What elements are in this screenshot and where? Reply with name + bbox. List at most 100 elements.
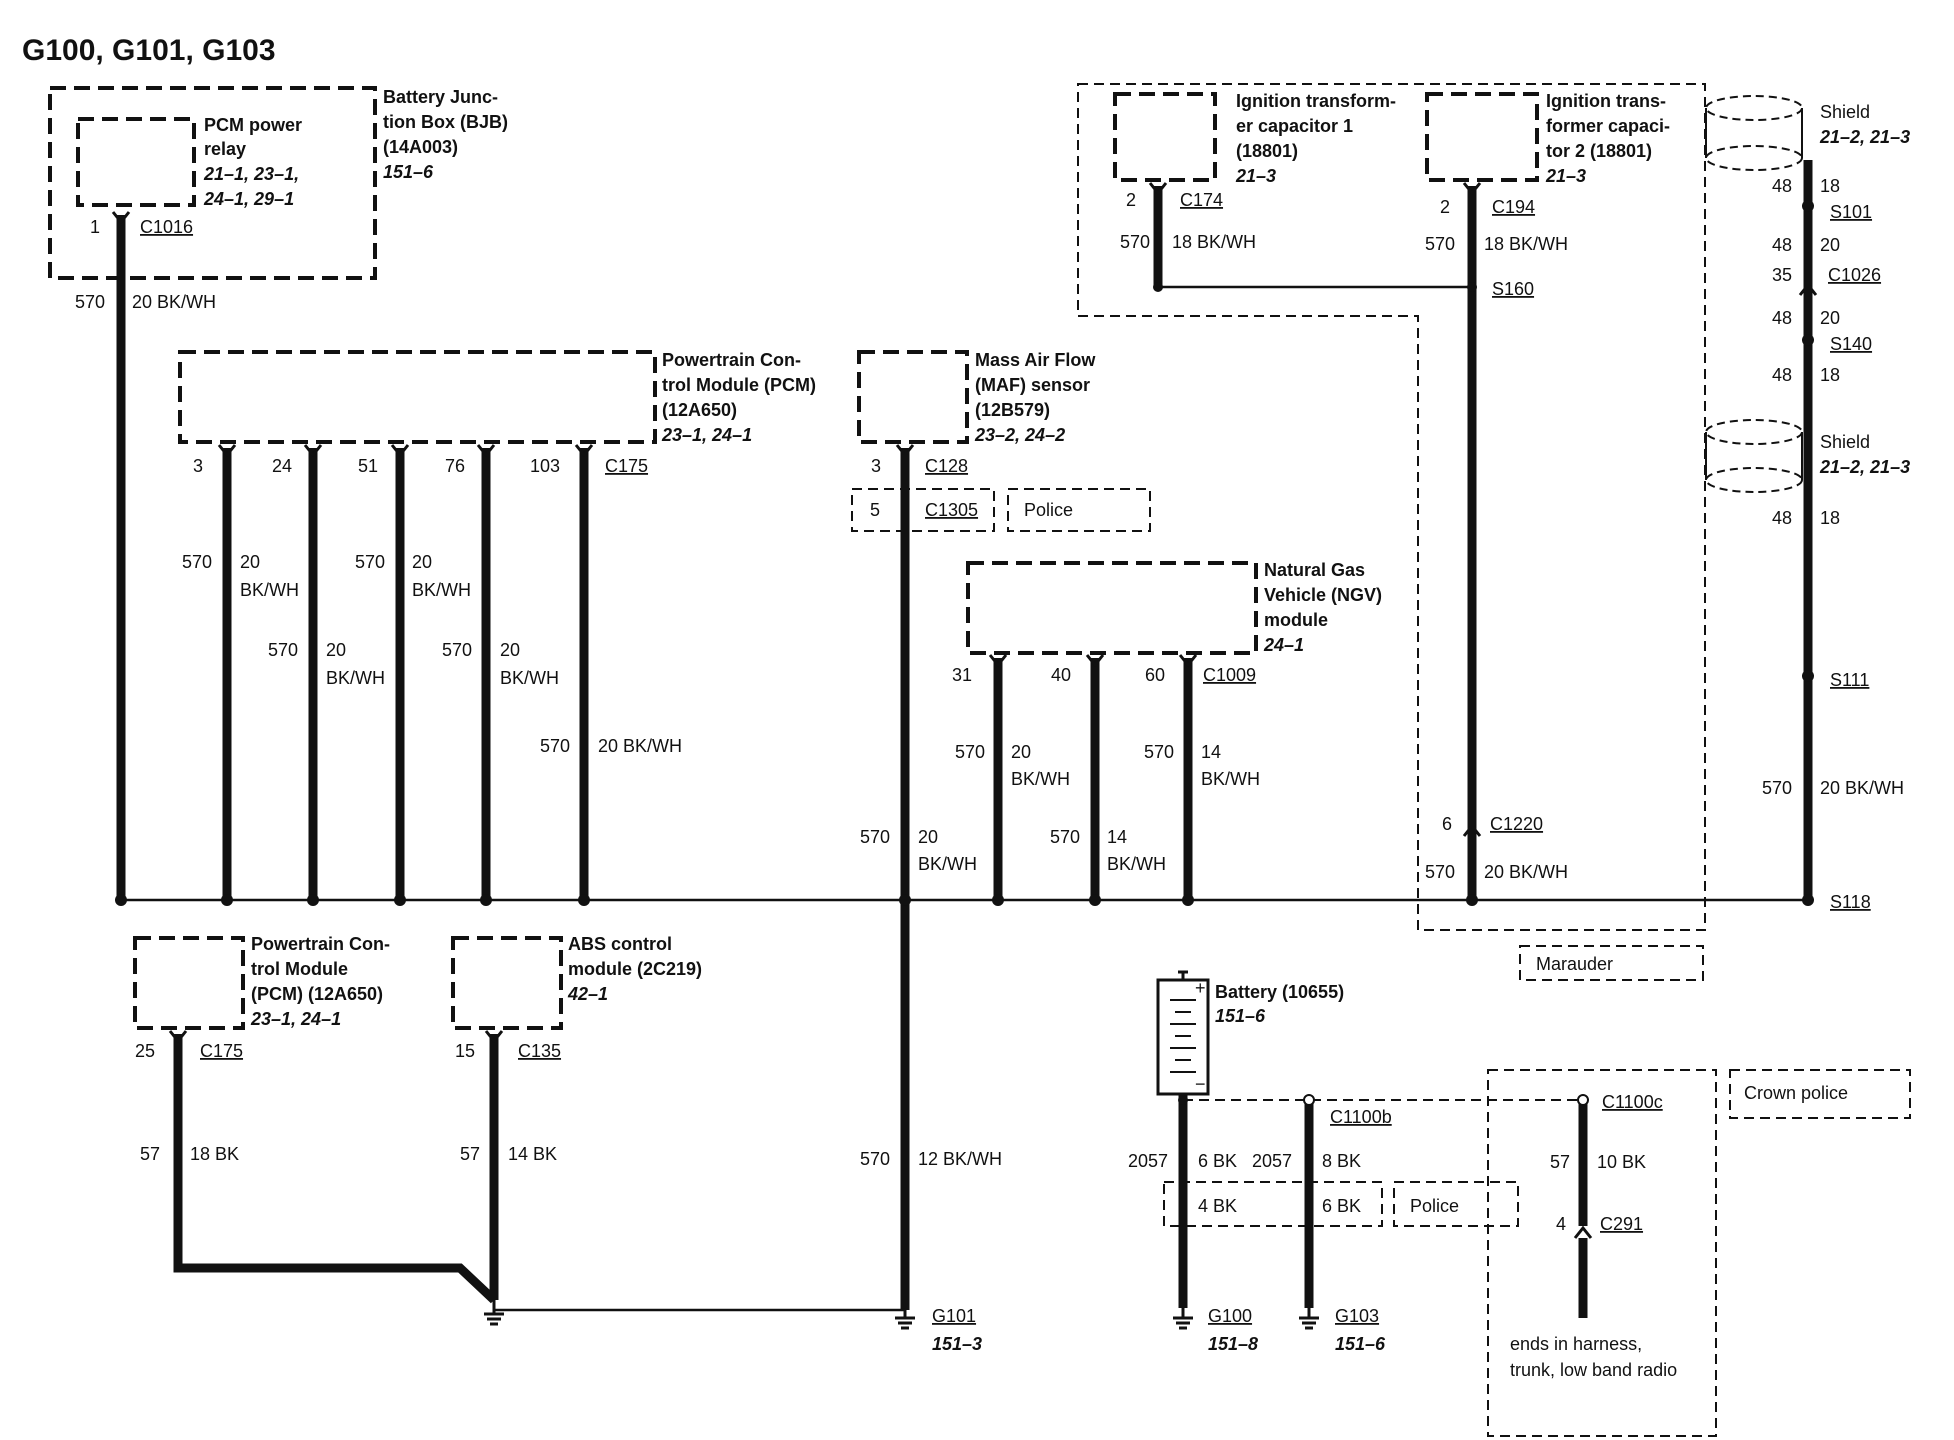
bjb-name-1: Battery Junc-: [383, 87, 498, 107]
pcm-d-color: BK/WH: [500, 668, 559, 688]
s118-label: S118: [1830, 892, 1871, 912]
pcm-b-gauge: 20: [326, 640, 346, 660]
g101-wire-circuit: 570: [860, 1149, 890, 1169]
battery-police-box: [1163, 1181, 1383, 1227]
pcm-top-pin-24: 24: [272, 456, 292, 476]
pcm-top-ref: 23–1, 24–1: [661, 425, 752, 445]
police-label: Police: [1410, 1196, 1459, 1216]
radio-note-2: trunk, low band radio: [1510, 1360, 1677, 1380]
g101-ref: 151–3: [932, 1334, 982, 1354]
battery-ref: 151–6: [1215, 1006, 1266, 1026]
cap1-pin: 2: [1126, 190, 1136, 210]
crown-police-option-box: [1729, 1069, 1911, 1119]
pcm-e-spec: 20 BK/WH: [598, 736, 682, 756]
battery-node-dot: [1178, 1095, 1188, 1105]
abs-connector: C135: [518, 1041, 561, 1061]
abs-name-2: module (2C219): [568, 959, 702, 979]
c291-arrow: [1573, 1225, 1593, 1239]
maf-name-2: (MAF) sensor: [975, 375, 1090, 395]
ngv-name-3: module: [1264, 610, 1328, 630]
s160-label: S160: [1492, 279, 1534, 299]
bjb-ref: 151–6: [383, 162, 434, 182]
cap1-name-2: er capacitor 1: [1236, 116, 1353, 136]
bus-splice-dots: [115, 894, 1814, 906]
pcm-top-box: [178, 350, 657, 444]
pcm-e-circuit: 570: [540, 736, 570, 756]
cap2-name-3: tor 2 (18801): [1546, 141, 1652, 161]
cap2-name-1: Ignition trans-: [1546, 91, 1666, 111]
g101-ground-symbol: [895, 1310, 915, 1330]
c1220-wire-circuit: 570: [1425, 862, 1455, 882]
pcm-c-color: BK/WH: [412, 580, 471, 600]
pcm-bottom-pin: 25: [135, 1041, 155, 1061]
diagram-title: G100, G101, G103: [22, 34, 276, 67]
maf-pin: 3: [871, 456, 881, 476]
ngv-pin-arrows: [988, 654, 1198, 668]
ngv-pin-40: 40: [1051, 665, 1071, 685]
s111-splice-dot: [1802, 670, 1814, 682]
pcm-relay-ref-1: 21–1, 23–1,: [203, 164, 299, 184]
ngv-connector: C1009: [1203, 665, 1256, 685]
bjb-name-2: tion Box (BJB): [383, 112, 508, 132]
g103-ground-symbol: [1299, 1308, 1319, 1330]
shield-1-ref: 21–2, 21–3: [1819, 127, 1910, 147]
pcm-top-name-2: trol Module (PCM): [662, 375, 816, 395]
battery-symbol: + −: [1156, 970, 1210, 1096]
radio-wire-circuit: 57: [1550, 1152, 1570, 1172]
pcm-bottom-name-1: Powertrain Con-: [251, 934, 390, 954]
abs-ref: 42–1: [567, 984, 608, 1004]
g103-ref: 151–6: [1335, 1334, 1386, 1354]
maf-police-label: Police: [1024, 500, 1073, 520]
g100-ref: 151–8: [1208, 1334, 1258, 1354]
ngv-box: [966, 561, 1258, 655]
ngv-b-gauge: 14: [1107, 827, 1127, 847]
ngv-c-color: BK/WH: [1201, 769, 1260, 789]
pcm-a-color: BK/WH: [240, 580, 299, 600]
shield-chain-l5: 48: [1772, 365, 1792, 385]
c1026-arrow: [1798, 282, 1818, 296]
c291-pin: 4: [1556, 1214, 1566, 1234]
marauder-option-box: [1519, 945, 1704, 981]
bjb-box: [48, 86, 377, 280]
pcm-b-circuit: 570: [268, 640, 298, 660]
battery-name: Battery (10655): [1215, 982, 1344, 1002]
cap1-wire-circuit: 570: [1120, 232, 1150, 252]
pcm-bottom-box: [133, 936, 245, 1030]
g100-ground-symbol: [1173, 1308, 1193, 1330]
bjb-wire-circuit: 570: [75, 292, 105, 312]
shield-chain-l3: 35: [1772, 265, 1792, 285]
c1220-wire-spec: 20 BK/WH: [1484, 862, 1568, 882]
maf-ref: 23–2, 24–2: [974, 425, 1065, 445]
pcm-top-pin-arrows: [217, 444, 594, 458]
pcm-bottom-ref: 23–1, 24–1: [250, 1009, 341, 1029]
s140-splice-dot: [1802, 334, 1814, 346]
shield-chain-r5: 18: [1820, 365, 1840, 385]
marauder-boundary: [1077, 83, 1706, 931]
pcm-relay-ref-2: 24–1, 29–1: [203, 189, 294, 209]
pcm-top-pin-103: 103: [530, 456, 560, 476]
crown-police-label: Crown police: [1744, 1083, 1848, 1103]
maf-police-pin: 5: [870, 500, 880, 520]
c291-label: C291: [1600, 1214, 1643, 1234]
c1100b-label: C1100b: [1330, 1107, 1392, 1127]
battery-main-circuit: 2057: [1128, 1151, 1168, 1171]
s101-label: S101: [1830, 202, 1872, 222]
s140-label: S140: [1830, 334, 1872, 354]
ngv-a-circuit: 570: [955, 742, 985, 762]
pcm-bottom-wire-circuit: 57: [140, 1144, 160, 1164]
maf-police-connector: C1305: [925, 500, 978, 520]
abs-pin: 15: [455, 1041, 475, 1061]
cap2-pin: 2: [1440, 197, 1450, 217]
c1220-connector: C1220: [1490, 814, 1543, 834]
shield-chain-r1: 18: [1820, 176, 1840, 196]
crown-police-boundary: [1487, 1069, 1717, 1437]
pcm-d-circuit: 570: [442, 640, 472, 660]
ngv-a-color: BK/WH: [1011, 769, 1070, 789]
pcm-top-name-3: (12A650): [662, 400, 737, 420]
abs-wire-circuit: 57: [460, 1144, 480, 1164]
s111-label: S111: [1830, 670, 1869, 690]
cap1-wire-spec: 18 BK/WH: [1172, 232, 1256, 252]
pcm-a-gauge: 20: [240, 552, 260, 572]
battery-g103-spec: 8 BK: [1322, 1151, 1361, 1171]
